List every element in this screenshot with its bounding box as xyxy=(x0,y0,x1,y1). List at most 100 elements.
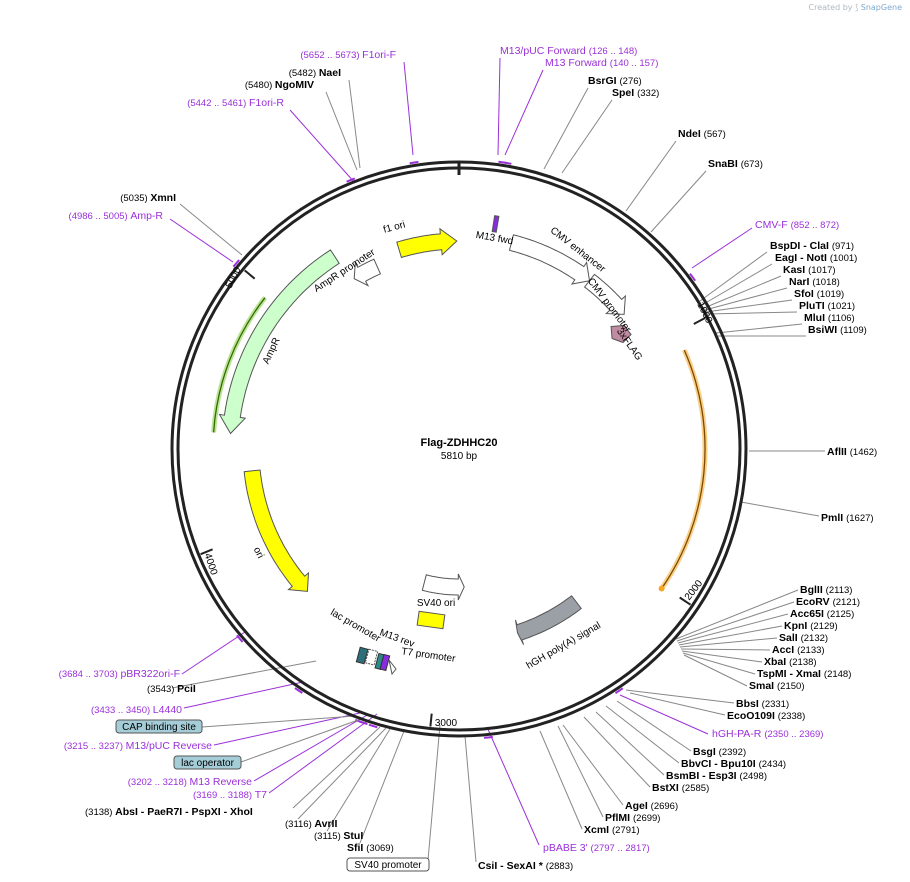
primer-m13-forward[interactable]: M13 Forward (140 .. 157) xyxy=(545,57,658,69)
site-bsrgi[interactable]: BsrGI (276) xyxy=(588,75,642,87)
site-bstxi[interactable]: BstXI (2585) xyxy=(652,782,709,794)
primer-amp-r-range: (4986 .. 5005) xyxy=(69,211,131,222)
feature-box-sv40-promoter-label: SV40 promoter xyxy=(354,860,422,871)
site-ngomiv[interactable]: (5480) NgoMIV xyxy=(245,79,314,91)
site-bbvci-bpu10i[interactable]: BbvCI - Bpu10I (2434) xyxy=(681,758,786,770)
site-ecorv[interactable]: EcoRV (2121) xyxy=(796,596,860,608)
feature-hgh-poly-a-signal[interactable] xyxy=(515,595,583,645)
primer-cmv-f[interactable]: CMV-F (852 .. 872) xyxy=(755,219,839,231)
primer-m13-puc-reverse-name: M13/pUC Reverse xyxy=(126,740,213,752)
site-agei-pos: (2696) xyxy=(651,801,678,812)
site-bsiwi[interactable]: BsiWI (1109) xyxy=(808,324,867,336)
primer-f1ori-f[interactable]: (5652 .. 5673) F1ori-F xyxy=(300,49,396,61)
feature-label-cmv-promoter: CMV promoter xyxy=(585,276,633,335)
feature-3xflag[interactable] xyxy=(610,324,632,344)
site-sfoi[interactable]: SfoI (1019) xyxy=(794,288,844,300)
feature-t7-promoter-glyph[interactable] xyxy=(388,659,397,676)
site-pmli[interactable]: PmlI (1627) xyxy=(821,512,874,524)
site-spei[interactable]: SpeI (332) xyxy=(612,87,659,99)
site-bglii[interactable]: BglII (2113) xyxy=(800,584,852,596)
primer-m13-puc-forward[interactable]: M13/pUC Forward (126 .. 148) xyxy=(500,45,637,57)
feature-m13-fwd[interactable] xyxy=(491,215,500,233)
site-bsmbi-esp3i[interactable]: BsmBI - Esp3I (2498) xyxy=(666,770,767,782)
site-tspmi-xmai-pos: (2148) xyxy=(824,669,851,680)
feature-lac-promoter[interactable] xyxy=(364,648,379,666)
tick-mark-1000 xyxy=(693,317,706,325)
site-xmni[interactable]: (5035) XmnI xyxy=(120,192,176,204)
site-aflii[interactable]: AflII (1462) xyxy=(827,446,877,458)
site-bspdi-clai[interactable]: BspDI - ClaI (971) xyxy=(770,240,854,252)
site-pluti[interactable]: PluTI (1021) xyxy=(799,300,855,312)
primer-f1ori-r[interactable]: (5442 .. 5461) F1ori-R xyxy=(187,97,284,109)
feature-f1-ori[interactable] xyxy=(396,227,458,259)
site-mlui[interactable]: MluI (1106) xyxy=(804,312,855,324)
site-pflmi[interactable]: PflMI (2699) xyxy=(605,812,660,824)
feature-box-lac-operator[interactable] xyxy=(173,755,242,770)
site-ndei-leader xyxy=(625,140,677,212)
feature-sv40-ori[interactable] xyxy=(416,610,446,630)
site-acc65i-leader xyxy=(677,613,789,644)
site-naei[interactable]: (5482) NaeI xyxy=(289,67,341,79)
feature-cmv-enhancer[interactable] xyxy=(508,234,591,285)
feature-m13-rev[interactable] xyxy=(379,653,391,672)
site-aflii-name: AflII xyxy=(827,446,850,458)
feature-ampr-promoter[interactable] xyxy=(353,258,382,287)
site-kpni[interactable]: KpnI (2129) xyxy=(784,620,838,632)
site-sali[interactable]: SalI (2132) xyxy=(779,632,828,644)
primer-m13-reverse-leader xyxy=(253,713,370,782)
primer-amp-r[interactable]: (4986 .. 5005) Amp-R xyxy=(69,210,164,222)
site-acci[interactable]: AccI (2133) xyxy=(772,644,825,656)
primer-m13-reverse[interactable]: (3202 .. 3218) M13 Reverse xyxy=(128,776,252,788)
primer-t7[interactable]: (3169 .. 3188) T7 xyxy=(193,789,267,801)
site-kasi[interactable]: KasI (1017) xyxy=(783,264,836,276)
site-nari[interactable]: NarI (1018) xyxy=(789,276,840,288)
site-bspdi-clai-pos: (971) xyxy=(832,241,854,252)
site-xcmi[interactable]: XcmI (2791) xyxy=(584,824,639,836)
site-bbvci-bpu10i-leader xyxy=(605,705,680,764)
site-bbsi-leader xyxy=(625,689,735,704)
site-xmni-leader xyxy=(179,203,243,256)
primer-pbabe-3[interactable]: pBABE 3' (2797 .. 2817) xyxy=(543,842,650,854)
site-tspmi-xmai[interactable]: TspMI - XmaI (2148) xyxy=(757,668,851,680)
site-sfii[interactable]: SfiI (3069) xyxy=(347,842,394,854)
primer-cmv-f-mark xyxy=(689,273,697,282)
site-stui[interactable]: (3115) StuI xyxy=(314,830,363,842)
site-spei-pos: (332) xyxy=(637,88,659,99)
site-acc65i[interactable]: Acc65I (2125) xyxy=(790,608,854,620)
site-kasi-name: KasI xyxy=(783,264,808,276)
site-xbai[interactable]: XbaI (2138) xyxy=(764,656,817,668)
feature-box-sv40-promoter[interactable] xyxy=(346,857,430,872)
primer-t7-range: (3169 .. 3188) xyxy=(193,790,255,801)
feature-ori[interactable] xyxy=(243,469,310,592)
cap-binding-site-glyph[interactable] xyxy=(355,646,369,665)
primer-pbr322ori-f[interactable]: (3684 .. 3703) pBR322ori-F xyxy=(59,668,180,680)
feature-ampr[interactable] xyxy=(218,249,340,435)
primer-hgh-pa-r[interactable]: hGH-PA-R (2350 .. 2369) xyxy=(712,728,823,740)
primer-m13-puc-reverse[interactable]: (3215 .. 3237) M13/pUC Reverse xyxy=(64,740,212,752)
site-csii-sexai[interactable]: CsiI - SexAI * (2883) xyxy=(478,860,573,872)
site-pcii[interactable]: (3543) PciI xyxy=(147,683,196,695)
site-sali-pos: (2132) xyxy=(801,633,828,644)
primer-l4440[interactable]: (3433 .. 3450) L4440 xyxy=(91,704,182,716)
site-smai[interactable]: SmaI (2150) xyxy=(749,680,804,692)
site-pluti-pos: (1021) xyxy=(828,301,855,312)
site-eagi-noti[interactable]: EagI - NotI (1001) xyxy=(775,252,857,264)
feature-t7-promoter[interactable] xyxy=(421,573,465,601)
feature-box-cap-binding-site[interactable] xyxy=(115,719,203,734)
site-snabi[interactable]: SnaBI (673) xyxy=(708,158,763,170)
feature-cmv-promoter[interactable] xyxy=(583,273,626,315)
site-ndei[interactable]: NdeI (567) xyxy=(678,128,726,140)
site-bsgi[interactable]: BsgI (2392) xyxy=(693,746,746,758)
site-absi-paer7i-pspxi-xhoi[interactable]: (3138) AbsI - PaeR7I - PspXI - XhoI xyxy=(85,806,253,818)
site-ecoo109i[interactable]: EcoO109I (2338) xyxy=(727,710,805,722)
site-bbsi[interactable]: BbsI (2331) xyxy=(736,698,789,710)
site-avrii[interactable]: (3116) AvrII xyxy=(285,818,337,830)
site-spei-name: SpeI xyxy=(612,87,637,99)
primer-f1ori-f-name: F1ori-F xyxy=(362,49,396,61)
site-kpni-pos: (2129) xyxy=(810,621,837,632)
site-agei-name: AgeI xyxy=(625,800,651,812)
site-absi-paer7i-pspxi-xhoi-name: AbsI - PaeR7I - PspXI - XhoI xyxy=(115,806,253,818)
site-agei[interactable]: AgeI (2696) xyxy=(625,800,678,812)
